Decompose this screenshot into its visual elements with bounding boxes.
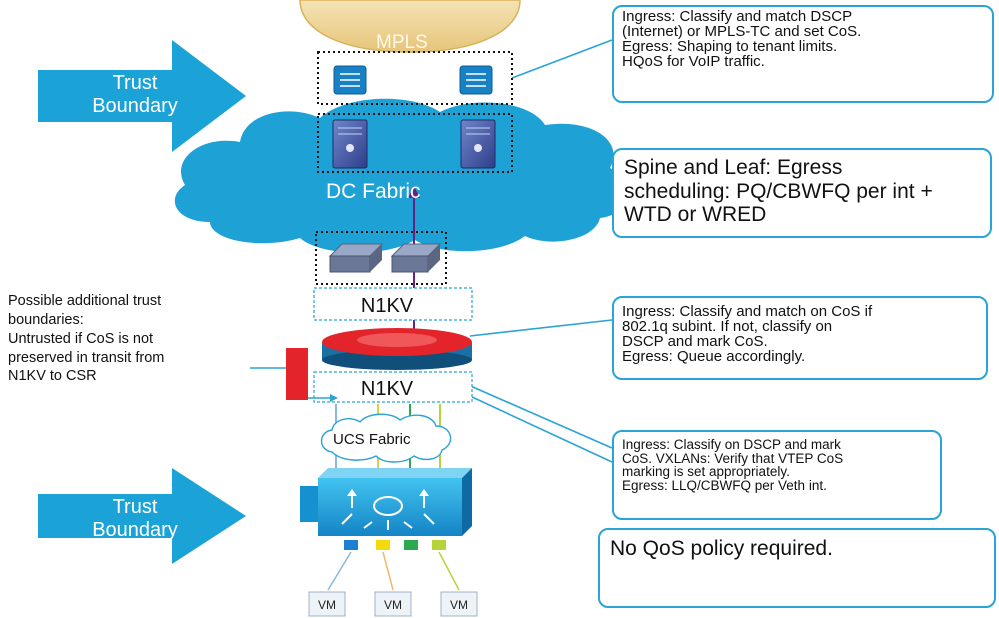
port-green [404, 540, 418, 550]
csr-router [322, 328, 472, 370]
port-blue [344, 540, 358, 550]
untrusted-marker [250, 348, 338, 402]
trust-boundary-top-label: Trust Boundary [92, 72, 178, 117]
mpls-label: MPLS [376, 32, 428, 53]
callout-spine-leaf: Spine and Leaf: Egress scheduling: PQ/CB… [612, 148, 992, 238]
callout-mpls-edge: Ingress: Classify and match DSCP (Intern… [612, 5, 994, 103]
additional-trust-note: Possible additional trust boundaries: Un… [8, 293, 165, 385]
vm-boxes [308, 591, 478, 617]
ucs-fabric-label: UCS Fabric [333, 431, 411, 448]
callout-csr: Ingress: Classify and match on CoS if 80… [612, 296, 988, 380]
n1kv-bottom-label: N1KV [360, 378, 414, 400]
trust-boundary-bottom-label: Trust Boundary [92, 496, 178, 541]
n1kv-top-box [313, 287, 473, 321]
virtual-switch [300, 468, 472, 536]
vm-label: VM [318, 598, 336, 612]
port-yellow [376, 540, 390, 550]
vswitch-ports [344, 540, 446, 550]
leaf-switch-pair [315, 231, 447, 285]
n1kv-top-label: N1KV [360, 295, 414, 317]
dc-fabric-cloud [174, 98, 629, 253]
vm-label: VM [450, 598, 468, 612]
trust-boundary-arrow-bottom [38, 468, 246, 564]
edge-router-pair [317, 51, 513, 105]
spine-switch-pair [317, 113, 513, 173]
vm-links [327, 551, 460, 591]
iccp-label: ICCP [404, 77, 436, 92]
callout-vm: No QoS policy required. [598, 528, 996, 608]
vm-label: VM [384, 598, 402, 612]
ucs-fabric-cloud [320, 413, 452, 463]
callout-vswitch: Ingress: Classify on DSCP and mark CoS. … [612, 430, 942, 520]
trust-boundary-arrow-top [38, 40, 246, 152]
mpls-cloud [299, 0, 521, 53]
n1kv-bottom-box [313, 371, 473, 403]
dc-fabric-label: DC Fabric [326, 180, 421, 203]
port-lime [432, 540, 446, 550]
